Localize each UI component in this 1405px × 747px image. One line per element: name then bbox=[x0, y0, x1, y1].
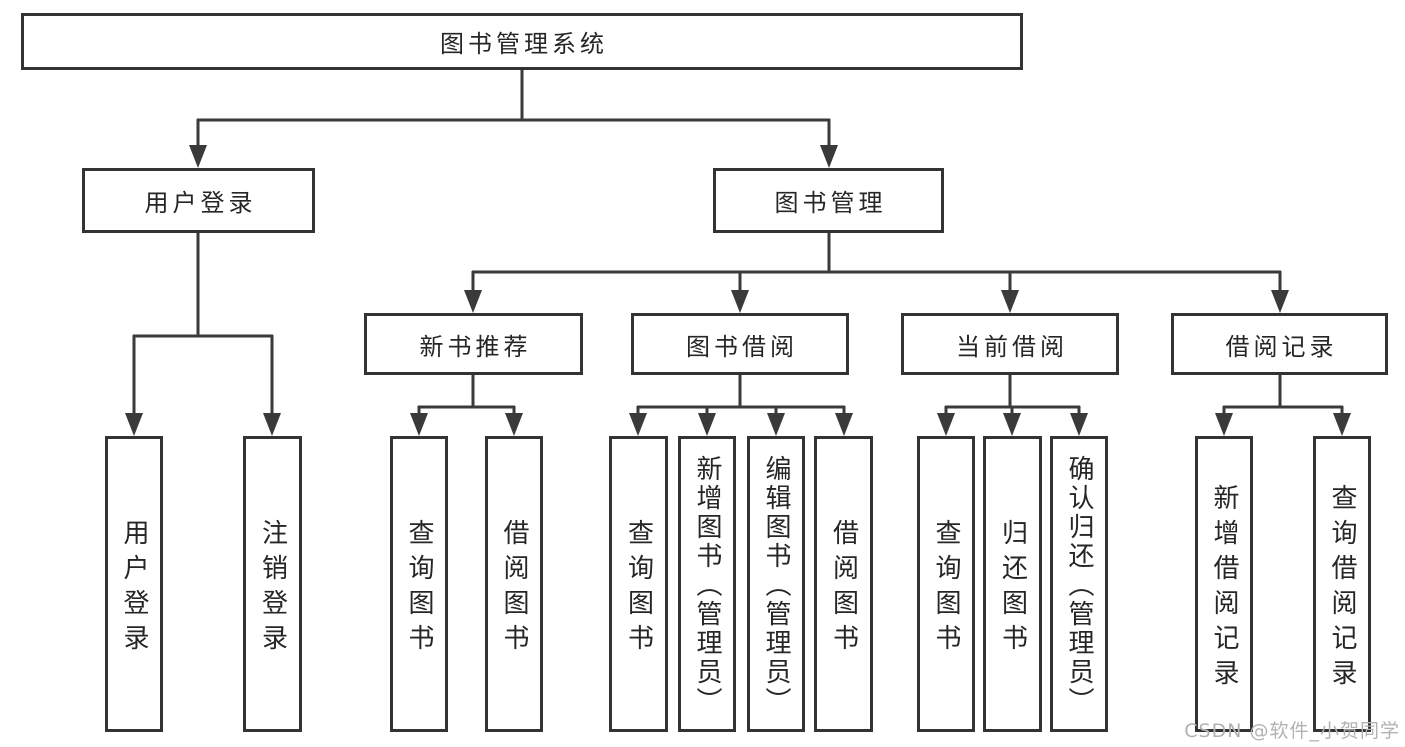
node-label: 编辑图书（管理员） bbox=[761, 455, 791, 716]
node-label: 用户登录 bbox=[119, 518, 149, 659]
node-label: 查询借阅记录 bbox=[1327, 483, 1357, 694]
csdn-watermark: CSDN @软件_小贺同学 bbox=[1184, 720, 1400, 742]
node-label: 用户登录 bbox=[144, 189, 257, 217]
node-library-system: 图书管理系统 bbox=[21, 13, 1023, 70]
node-label: 查询图书 bbox=[931, 518, 961, 659]
node-label: 图书管理 bbox=[774, 189, 887, 217]
node-label: 新增借阅记录 bbox=[1209, 483, 1239, 694]
current-query-books-leaf: 查询图书 bbox=[917, 436, 975, 732]
node-label: 图书管理系统 bbox=[440, 30, 608, 58]
node-label: 借阅图书 bbox=[828, 518, 859, 659]
node-book-management: 图书管理 bbox=[713, 168, 944, 233]
current-confirm-return-admin-leaf: 确认归还（管理员） bbox=[1050, 436, 1108, 732]
node-label: 确认归还（管理员） bbox=[1064, 455, 1094, 716]
borrow-query-books-leaf: 查询图书 bbox=[609, 436, 668, 732]
arrowheads bbox=[125, 145, 1351, 436]
records-add-record-leaf: 新增借阅记录 bbox=[1195, 436, 1253, 732]
node-label: 归还图书 bbox=[997, 518, 1028, 659]
borrow-borrow-books-leaf: 借阅图书 bbox=[814, 436, 873, 732]
records-query-record-leaf: 查询借阅记录 bbox=[1313, 436, 1371, 732]
node-label: 注销登录 bbox=[257, 518, 288, 659]
borrow-edit-books-admin-leaf: 编辑图书（管理员） bbox=[747, 436, 805, 732]
current-return-books-leaf: 归还图书 bbox=[983, 436, 1042, 732]
node-label: 新书推荐 bbox=[419, 332, 532, 361]
node-label: 借阅图书 bbox=[499, 518, 529, 659]
recommend-query-books-leaf: 查询图书 bbox=[390, 436, 448, 732]
node-borrow-records: 借阅记录 bbox=[1171, 313, 1388, 375]
node-user-login: 用户登录 bbox=[82, 168, 315, 233]
node-label: 查询图书 bbox=[623, 518, 654, 659]
borrow-add-books-admin-leaf: 新增图书（管理员） bbox=[678, 436, 736, 732]
node-label: 当前借阅 bbox=[956, 332, 1068, 361]
node-label: 借阅记录 bbox=[1225, 332, 1338, 361]
node-label: 新增图书（管理员） bbox=[692, 455, 722, 716]
user-login-leaf: 用户登录 bbox=[105, 436, 163, 732]
recommend-borrow-books-leaf: 借阅图书 bbox=[485, 436, 543, 732]
node-label: 图书借阅 bbox=[686, 332, 798, 361]
node-current-borrow: 当前借阅 bbox=[901, 313, 1119, 375]
logout-login-leaf: 注销登录 bbox=[243, 436, 302, 732]
node-new-book-recommend: 新书推荐 bbox=[364, 313, 583, 375]
node-book-borrow: 图书借阅 bbox=[631, 313, 849, 375]
node-label: 查询图书 bbox=[404, 518, 434, 659]
